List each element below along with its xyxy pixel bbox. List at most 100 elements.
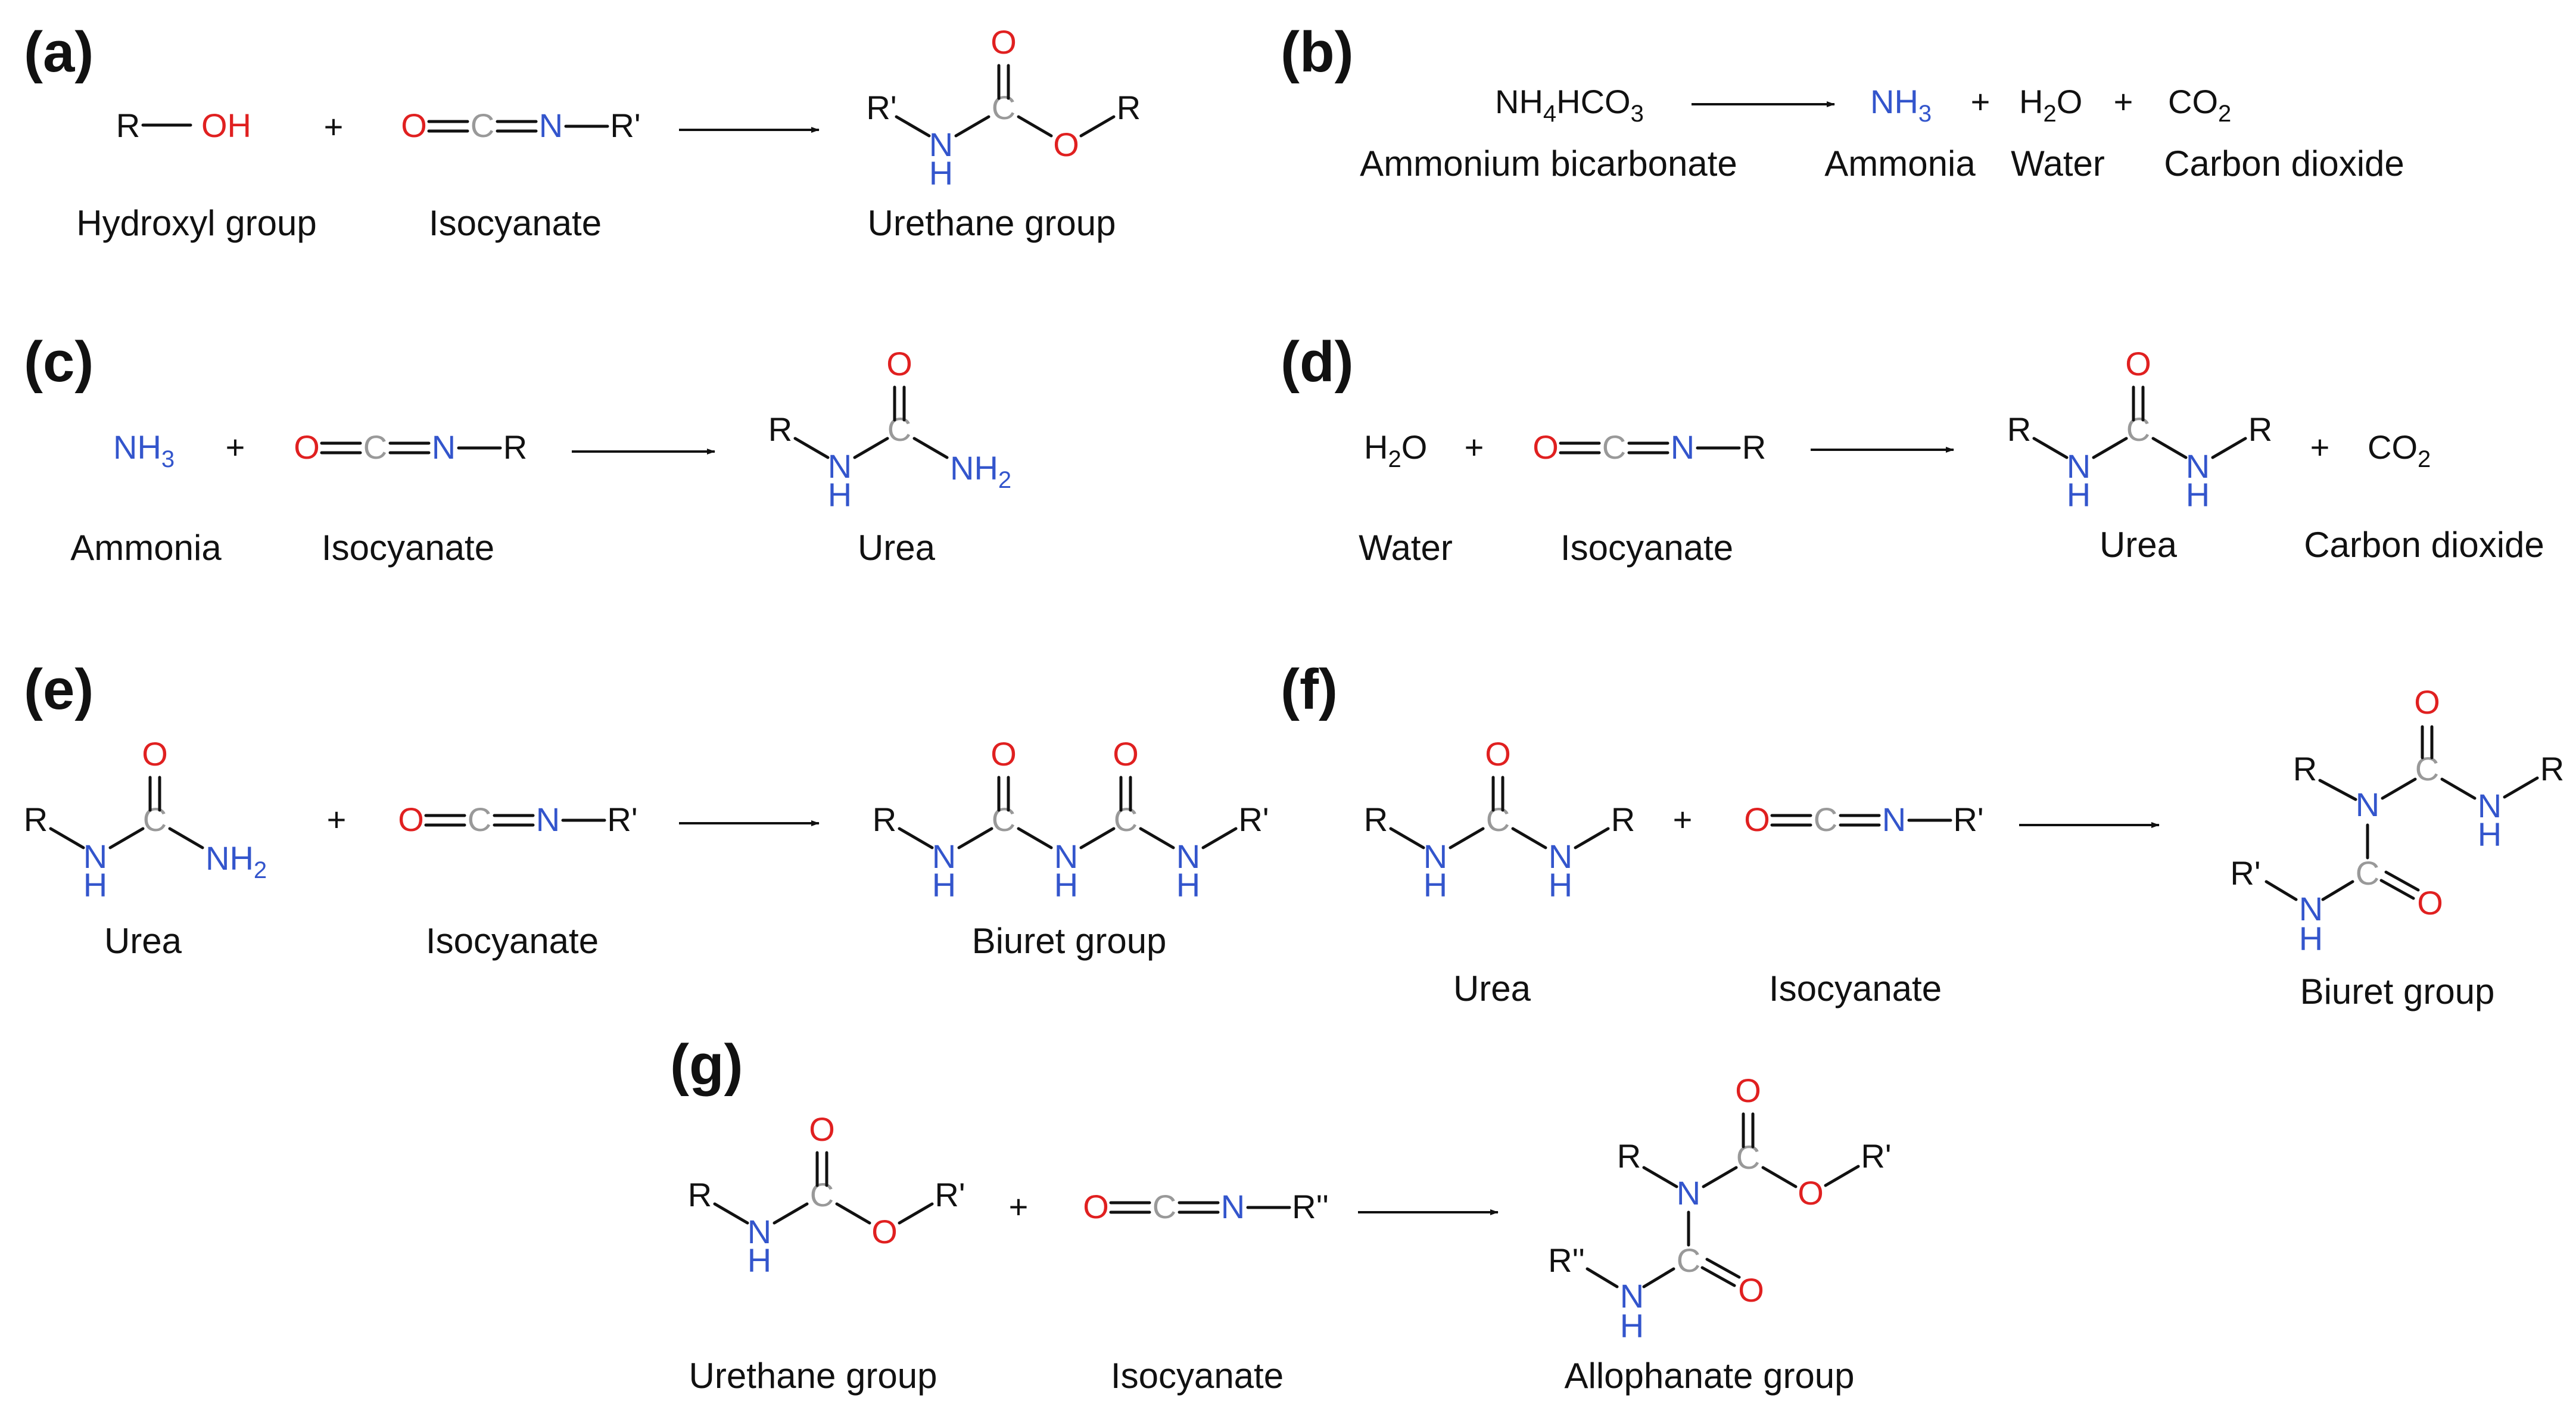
panel-a: (a) R OH Hydroxyl group + O C N R' Isocy… (24, 20, 1141, 243)
formula-part: O (2192, 83, 2218, 120)
atom-r-prime: R' (1953, 801, 1983, 838)
carbon-dioxide-formula: CO2 (2368, 428, 2431, 472)
atom-o: O (809, 1110, 835, 1148)
atom-r-double-prime: R'' (1548, 1241, 1585, 1279)
subscript: 2 (2418, 446, 2431, 472)
atom-n: N (1882, 801, 1906, 838)
label-urea: Urea (1453, 969, 1531, 1009)
panel-c-tag: (c) (24, 330, 94, 394)
atom-n: N (932, 838, 956, 875)
formula-part: C (2368, 428, 2391, 466)
atom-r: R (2007, 410, 2031, 448)
atom-h: H (2299, 920, 2323, 957)
atom-c: C (1486, 801, 1510, 838)
label-isocyanate: Isocyanate (426, 921, 599, 961)
atom-o: O (1053, 126, 1079, 163)
svg-text:NH3: NH3 (113, 428, 175, 472)
atom-n: N (539, 107, 563, 144)
urea-structure: R N H C O NH2 (768, 345, 1011, 513)
atom-c: C (468, 801, 491, 838)
label-urea: Urea (2100, 525, 2178, 565)
water-formula: H2O (1364, 428, 1427, 472)
plus-sign: + (2310, 428, 2330, 466)
atom-o: O (990, 735, 1017, 773)
plus-sign: + (1009, 1188, 1029, 1225)
panel-a-tag: (a) (24, 20, 94, 84)
hydroxyl-structure: R OH (116, 107, 251, 144)
atom-n: N (2186, 447, 2210, 485)
atom-n: N (1677, 1174, 1700, 1212)
atom-o: O (2417, 884, 2443, 922)
svg-text:CO2: CO2 (2168, 83, 2231, 127)
atom-c: C (363, 428, 387, 466)
label-isocyanate: Isocyanate (1560, 528, 1733, 568)
atom-r: R (2293, 750, 2317, 788)
panel-b: (b) NH4HCO3 Ammonium bicarbonate NH3 Amm… (1281, 20, 2404, 183)
formula-part: NH (950, 449, 998, 487)
atom-h: H (2478, 816, 2502, 853)
atom-c: C (810, 1176, 834, 1213)
label-isocyanate: Isocyanate (1111, 1356, 1284, 1396)
atom-o: O (401, 107, 427, 144)
subscript: 3 (1918, 101, 1932, 127)
atom-c: C (1677, 1241, 1700, 1279)
atom-n: N (929, 126, 953, 163)
label-urethane-group: Urethane group (868, 203, 1116, 243)
atom-r-prime: R' (2230, 854, 2260, 892)
formula-part: O (2057, 83, 2083, 120)
label-urea: Urea (858, 528, 936, 568)
label-urea: Urea (104, 921, 182, 961)
formula-part: O (2391, 428, 2418, 466)
formula-part: H (1364, 428, 1388, 466)
label-isocyanate: Isocyanate (322, 528, 494, 568)
atom-h: H (2067, 476, 2091, 513)
urea-structure: R N H C O N H R (2007, 345, 2272, 513)
ammonium-bicarbonate-formula: NH4HCO3 (1495, 83, 1644, 127)
atom-h: H (747, 1241, 771, 1279)
atom-n: N (83, 838, 107, 875)
atom-h: H (1424, 866, 1447, 904)
atom-c: C (887, 410, 911, 448)
ammonia-formula: NH3 (1870, 83, 1932, 127)
isocyanate-structure: O C N R' (1744, 801, 1983, 838)
urea-structure: R N H C O N H R (1364, 735, 1635, 904)
atom-r-prime: R' (866, 89, 896, 126)
atom-n: N (1221, 1188, 1245, 1225)
atom-h: H (1176, 866, 1200, 904)
atom-r: R (873, 801, 896, 838)
plus-sign: + (1971, 83, 1991, 120)
atom-o: O (1744, 801, 1770, 838)
panel-c: (c) NH3 Ammonia + O C N R Isocyanate R N… (24, 330, 1011, 568)
atom-n: N (1549, 838, 1572, 875)
atom-r-prime: R' (1238, 801, 1269, 838)
atom-h: H (932, 866, 956, 904)
subscript: 2 (998, 467, 1011, 493)
biuret-branched-structure: R N C O N H R C O N H R' (2230, 683, 2564, 957)
atom-o: O (294, 428, 320, 466)
formula-part: C (2168, 83, 2192, 120)
atom-o: O (398, 801, 424, 838)
atom-r: R (1742, 428, 1766, 466)
atom-c: C (1814, 801, 1837, 838)
plus-sign: + (226, 428, 245, 466)
isocyanate-structure: O C N R'' (1083, 1188, 1329, 1225)
subscript: 2 (2043, 101, 2056, 127)
plus-sign: + (2114, 83, 2133, 120)
atom-r: R (1117, 89, 1141, 126)
atom-n: N (1671, 428, 1695, 466)
atom-c: C (992, 801, 1016, 838)
allophanate-structure: R N C O O R' C O N H R'' (1548, 1072, 1891, 1344)
atom-o: O (990, 23, 1017, 61)
svg-text:CO2: CO2 (2368, 428, 2431, 472)
atom-c: C (1602, 428, 1626, 466)
formula-part: NH (113, 428, 161, 466)
urea-structure: R N H C O NH2 (24, 735, 267, 904)
svg-text:NH4HCO3: NH4HCO3 (1495, 83, 1644, 127)
label-ammonia: Ammonia (1824, 144, 1976, 183)
biuret-structure: R N H C O N H C O N H R' (873, 735, 1269, 904)
atom-h: H (929, 154, 953, 192)
formula-part: NH (1870, 83, 1918, 120)
label-carbon-dioxide: Carbon dioxide (2164, 144, 2404, 183)
atom-r-prime: R' (610, 107, 640, 144)
atom-r: R (1617, 1137, 1641, 1175)
